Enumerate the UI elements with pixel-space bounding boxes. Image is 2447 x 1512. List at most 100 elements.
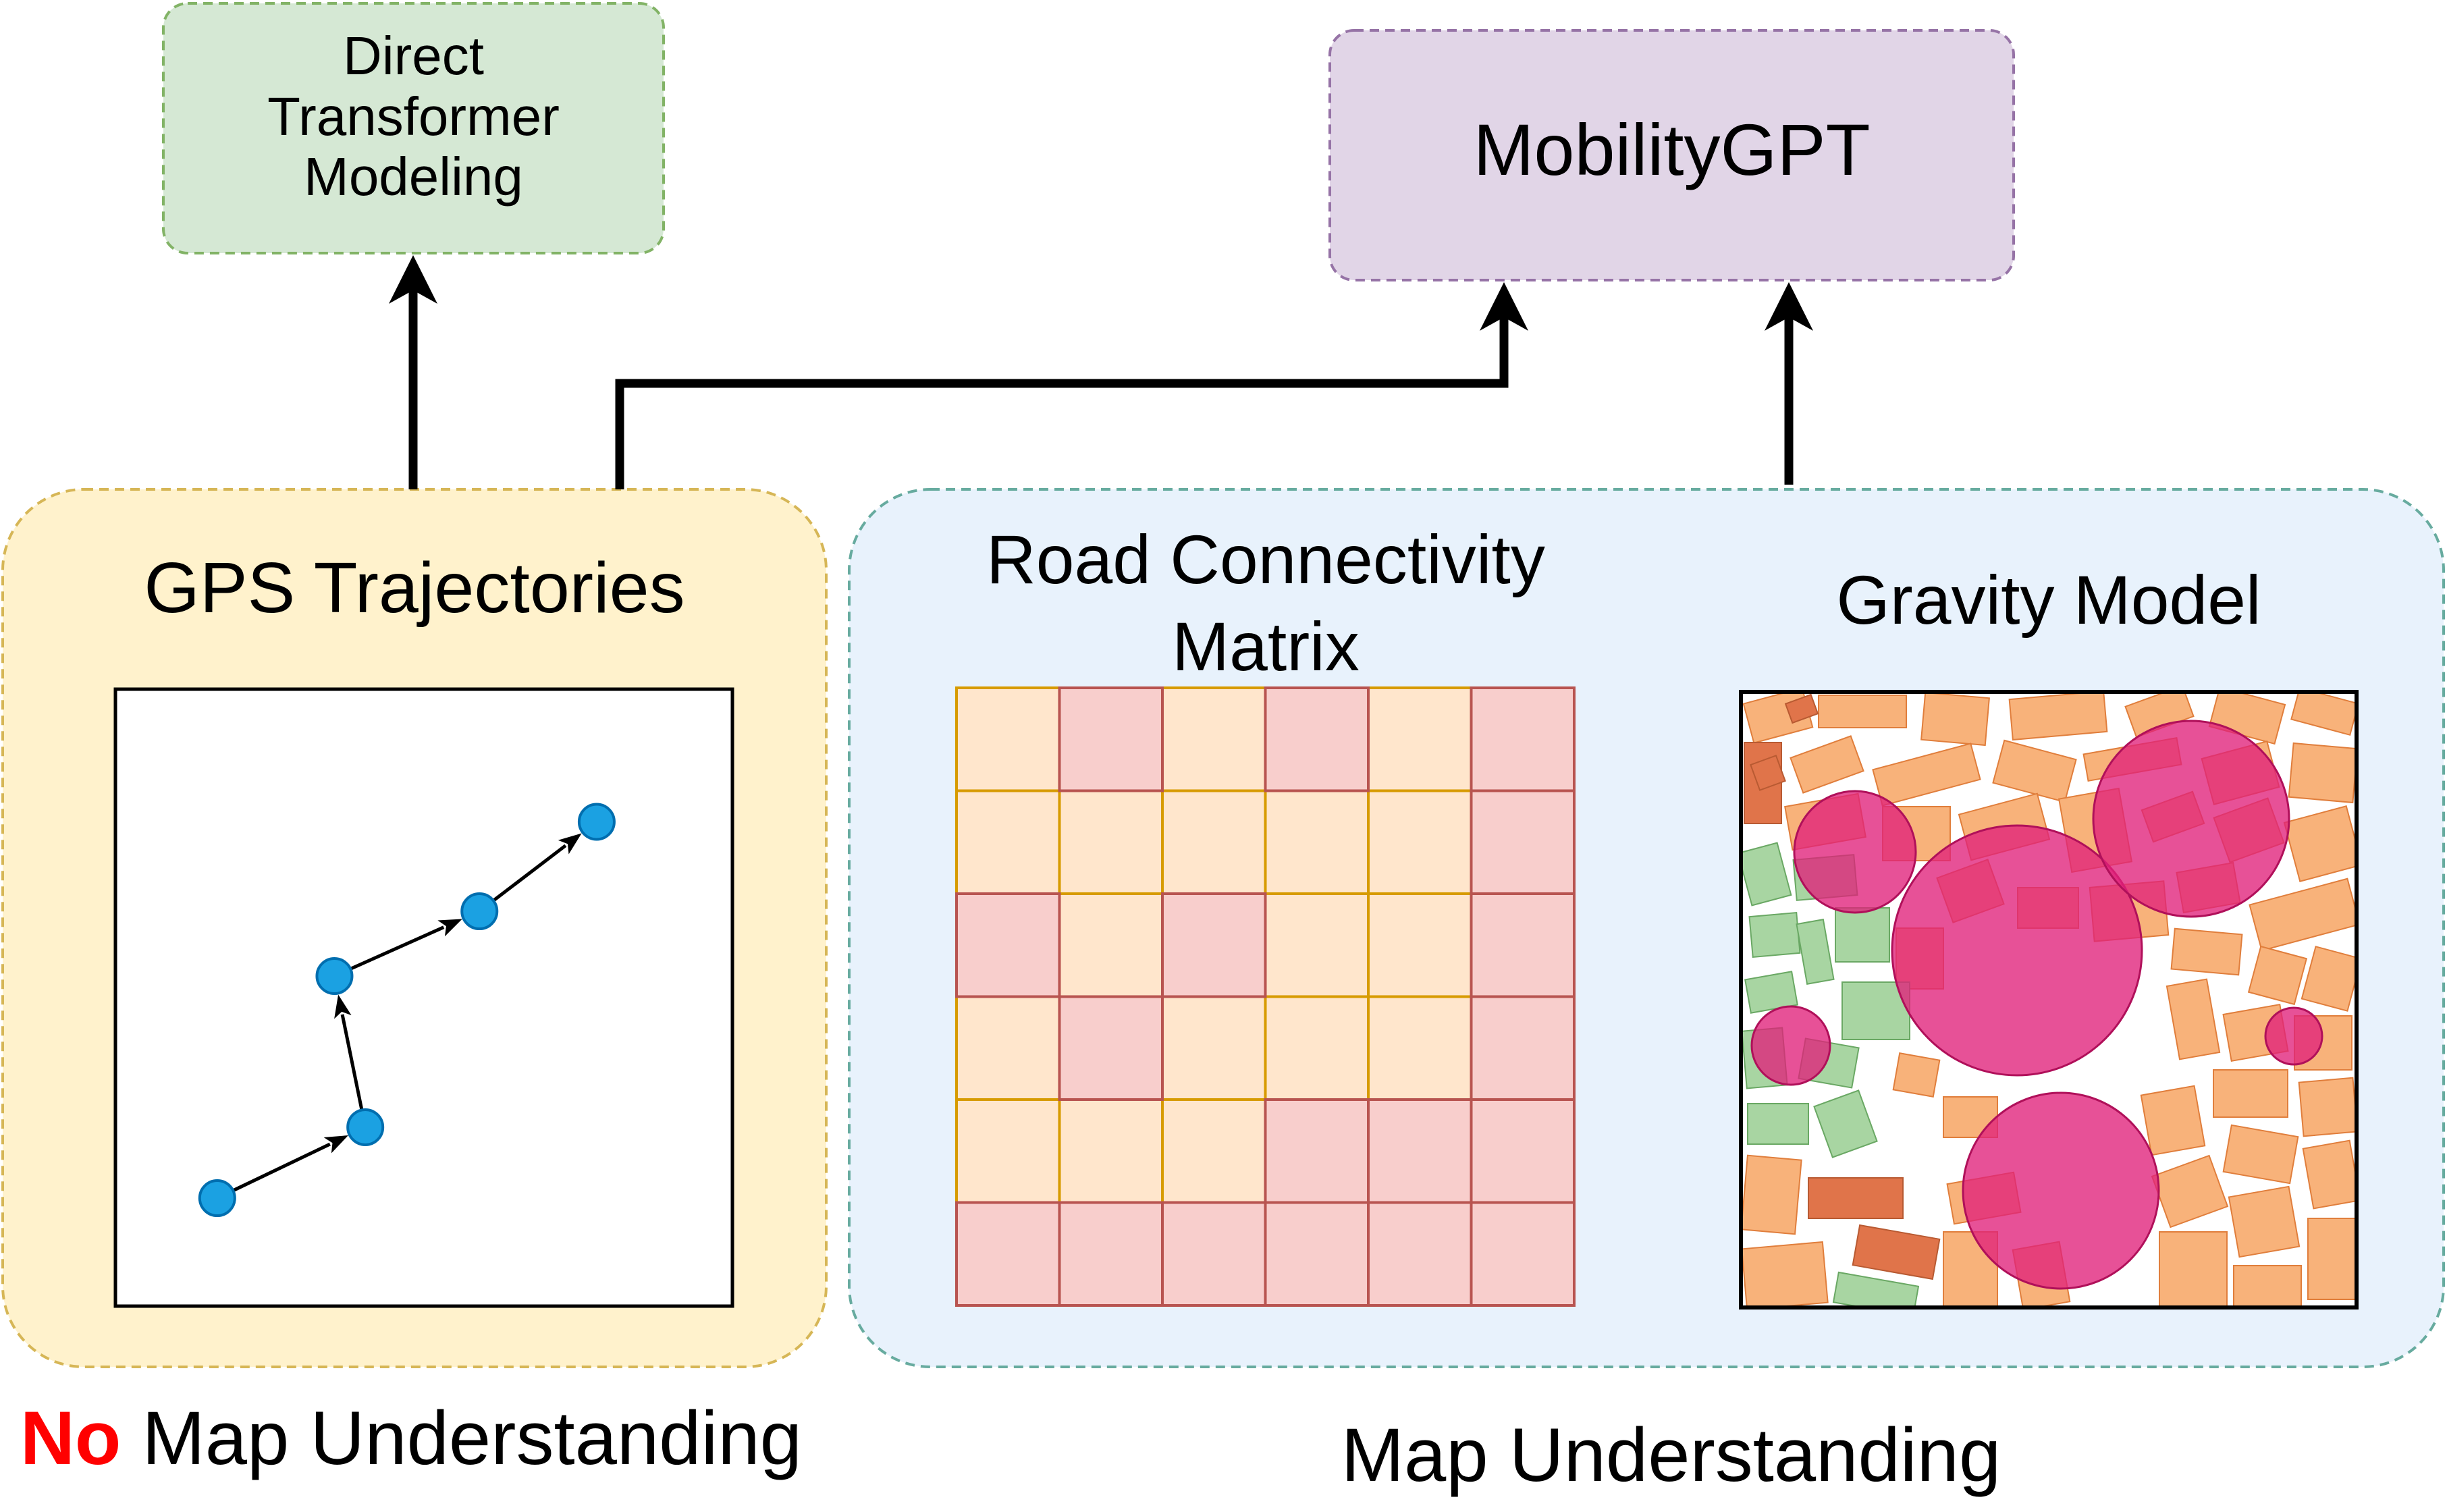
building-block — [2302, 1139, 2357, 1210]
park-block — [1832, 1271, 1920, 1307]
park-block — [1796, 919, 1835, 985]
trajectory-arrowhead-icon — [323, 1135, 348, 1154]
matrix-cell — [955, 789, 1061, 895]
trajectory-group — [198, 803, 616, 1218]
park-block — [1741, 842, 1792, 907]
building-block — [2213, 1069, 2288, 1118]
trajectory-arrowhead-icon — [437, 919, 462, 937]
matrix-cell — [1264, 686, 1370, 792]
trajectory-point — [577, 803, 616, 841]
matrix-cell — [1470, 1201, 1576, 1307]
matrix-cell — [1264, 995, 1370, 1101]
matrix-cell — [1264, 1201, 1370, 1307]
building-block — [2249, 878, 2357, 952]
map-understanding-caption: Map Understanding — [1341, 1413, 2001, 1497]
gravity-circle — [2264, 1006, 2323, 1066]
building-block — [2008, 692, 2108, 741]
building-block — [2233, 1265, 2302, 1307]
building-block — [1852, 1224, 1941, 1280]
matrix-cell — [1058, 1098, 1164, 1204]
matrix-cell — [1161, 686, 1267, 792]
matrix-cell — [1367, 892, 1473, 998]
direct-transformer-label: Direct Transformer Modeling — [163, 26, 664, 207]
matrix-cell — [955, 995, 1061, 1101]
gravity-circle — [1891, 824, 2143, 1077]
trajectory-point — [315, 957, 354, 996]
arrowhead-direct-icon — [389, 255, 437, 304]
matrix-cell — [955, 892, 1061, 998]
building-block — [2140, 1085, 2206, 1156]
connectivity-matrix — [955, 686, 1576, 1307]
building-block — [2301, 946, 2357, 1012]
building-block — [2247, 945, 2308, 1006]
building-block — [1750, 755, 1786, 791]
no-map-understanding-caption: No Map Understanding — [20, 1401, 830, 1476]
building-block — [1920, 692, 1990, 747]
gravity-circle — [1750, 1005, 1831, 1086]
building-block — [2159, 1231, 2228, 1307]
matrix-cell — [1264, 1098, 1370, 1204]
building-block — [2283, 805, 2357, 882]
building-block — [2298, 1077, 2357, 1137]
matrix-cell — [1058, 995, 1164, 1101]
matrix-cell — [1367, 995, 1473, 1101]
arrowhead-mobility-left-icon — [1480, 282, 1528, 331]
park-block — [1835, 907, 1890, 963]
park-block — [1813, 1089, 1878, 1158]
matrix-cell — [1470, 686, 1576, 792]
trajectory-segment — [340, 1014, 364, 1110]
gravity-circle — [1793, 790, 1917, 914]
building-block — [2307, 1218, 2356, 1300]
matrix-cell — [955, 686, 1061, 792]
gps-title: GPS Trajectories — [144, 548, 685, 628]
matrix-cell — [1058, 1201, 1164, 1307]
trajectory-segment — [492, 844, 567, 902]
arrow-heads — [389, 255, 1813, 331]
matrix-cell — [955, 1098, 1061, 1204]
matrix-cell — [1161, 789, 1267, 895]
building-block — [2166, 978, 2221, 1060]
gravity-circle — [2092, 720, 2290, 918]
no-word: No — [20, 1396, 122, 1480]
matrix-cell — [1367, 1098, 1473, 1204]
matrix-cell — [1367, 686, 1473, 792]
building-block — [1818, 695, 1907, 728]
mobilitygpt-label: MobilityGPT — [1473, 109, 1871, 190]
direct-line-1: Direct — [343, 26, 484, 86]
matrix-cell — [1161, 995, 1267, 1101]
building-block — [1741, 1154, 1802, 1235]
matrix-cell — [1058, 892, 1164, 998]
mobilitygpt-box — [1328, 29, 2015, 281]
matrix-cell — [1058, 686, 1164, 792]
matrix-cell — [955, 1201, 1061, 1307]
trajectory-point — [460, 892, 499, 931]
matrix-cell — [1367, 1201, 1473, 1307]
building-block — [1892, 1052, 1941, 1098]
building-block — [1872, 742, 1981, 807]
park-block — [1748, 911, 1801, 959]
gravity-circle — [1962, 1091, 2160, 1290]
building-block — [1790, 735, 1864, 794]
gps-to-mobility-connector — [615, 307, 1509, 489]
direct-line-3: Modeling — [304, 146, 523, 207]
matrix-cell — [1161, 892, 1267, 998]
building-block — [1992, 739, 2077, 803]
gravity-title: Gravity Model — [1836, 562, 2261, 639]
trajectory-segment — [350, 925, 445, 971]
matrix-title-line-1: Road Connectivity — [986, 521, 1545, 598]
matrix-cell — [1367, 789, 1473, 895]
arrowhead-mobility-right-icon — [1765, 282, 1813, 331]
trajectory-segment — [232, 1142, 331, 1193]
connector-arrows — [408, 277, 1794, 489]
gravity-map — [1741, 692, 2357, 1307]
building-block — [1808, 1177, 1904, 1219]
trajectory-point — [198, 1179, 236, 1218]
building-block — [2170, 927, 2243, 976]
matrix-cell — [1161, 1098, 1267, 1204]
gravity-map-frame — [1739, 690, 2359, 1310]
matrix-cell — [1264, 892, 1370, 998]
matrix-cell — [1161, 1201, 1267, 1307]
building-block — [2222, 1124, 2299, 1185]
building-block — [2151, 1154, 2229, 1228]
